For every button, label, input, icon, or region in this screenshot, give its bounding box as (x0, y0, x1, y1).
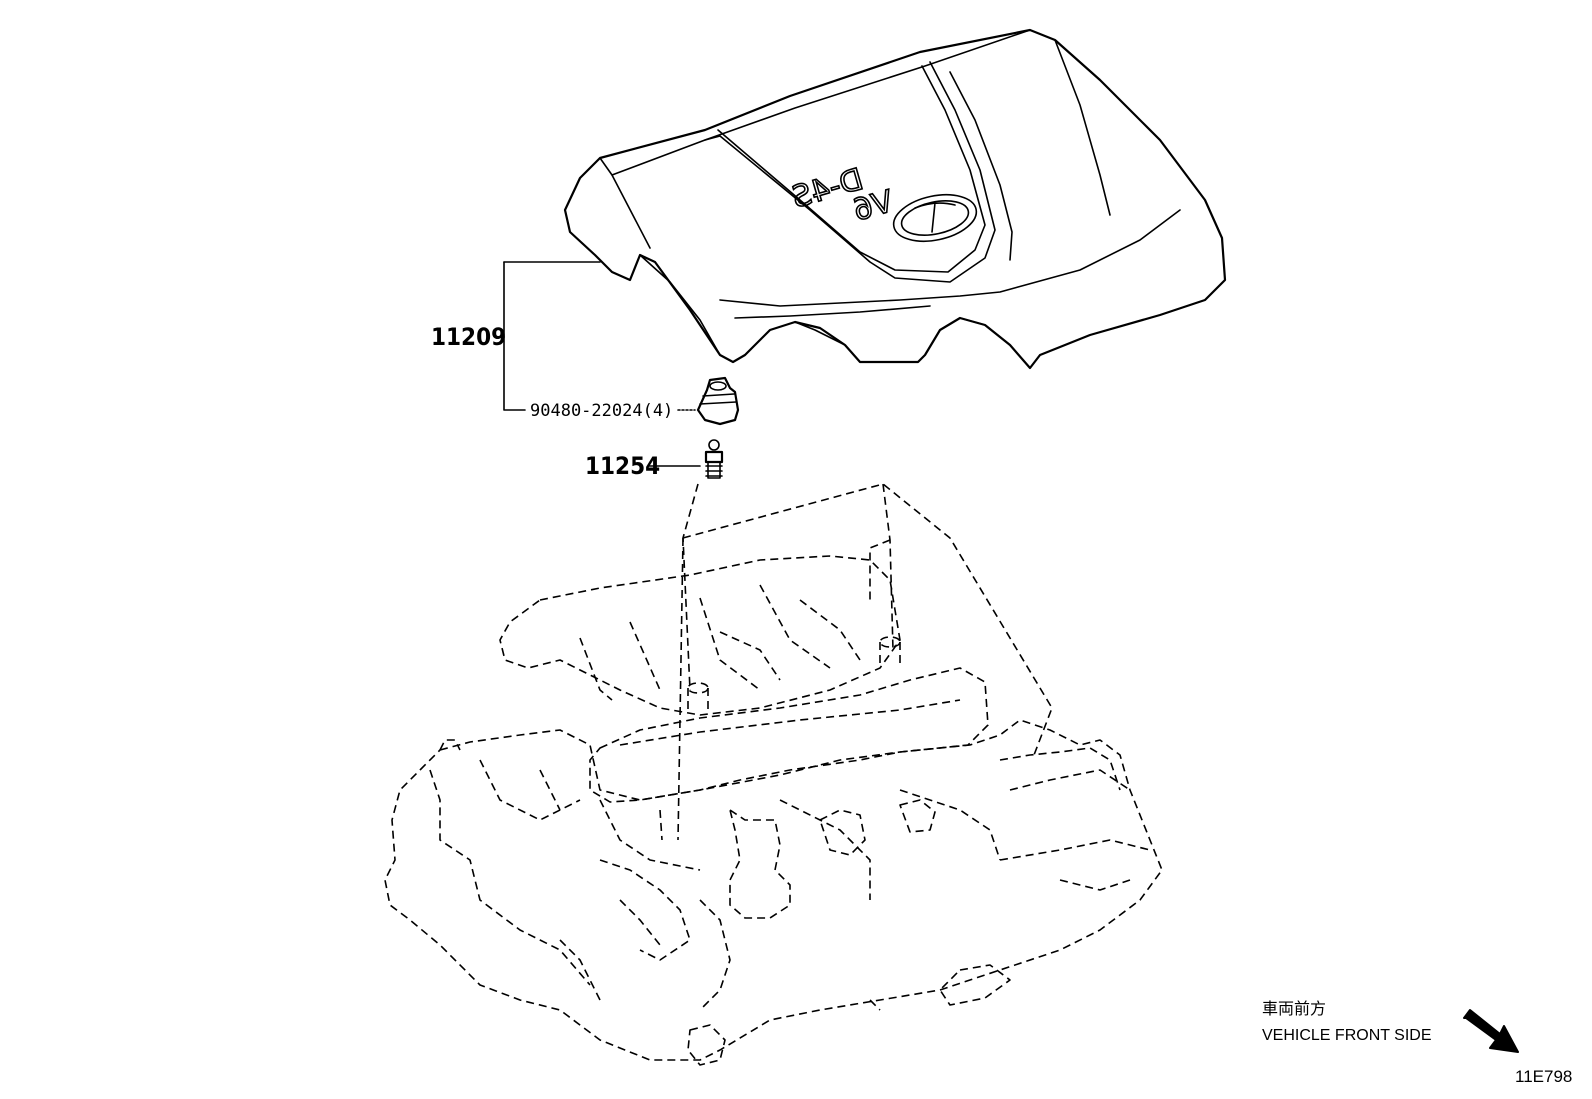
orientation-note: 車両前方 VEHICLE FRONT SIDE (1262, 1000, 1519, 1053)
stud-part (704, 439, 724, 479)
front-side-en-label: VEHICLE FRONT SIDE (1262, 1027, 1432, 1044)
brand-logo-icon (892, 193, 978, 243)
illustration-code: 11E798 (1515, 1067, 1572, 1086)
front-arrow-icon (1463, 1009, 1519, 1053)
leader-lines (494, 261, 701, 467)
front-side-jp-label: 車両前方 (1262, 1000, 1326, 1018)
part-number-11254: 11254 (585, 452, 660, 480)
part-number-90480: 90480-22024(4) (530, 401, 673, 421)
engine-cover: D-4S V6 (563, 28, 1227, 370)
part-number-11209: 11209 (431, 323, 506, 351)
grommet-part (696, 376, 740, 426)
engine-phantom (384, 483, 1163, 1066)
